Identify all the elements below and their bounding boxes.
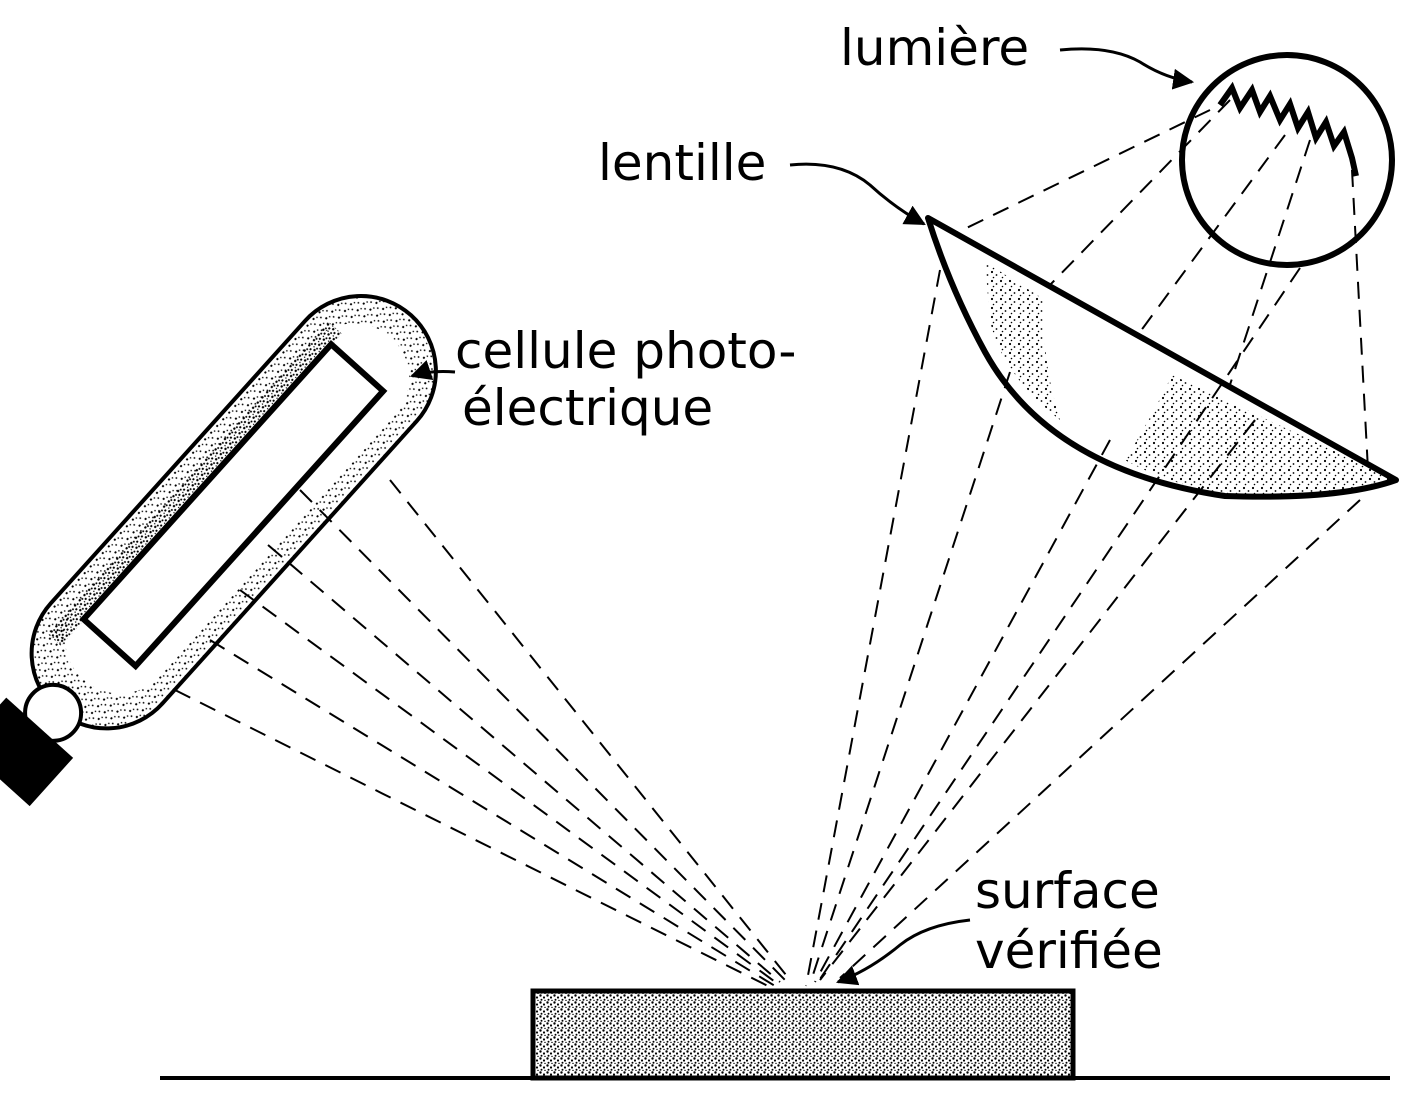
cell-leader-line <box>410 360 456 380</box>
lens <box>925 215 1399 500</box>
surface-label-line2: vérifiée <box>975 922 1163 980</box>
tested-surface-block <box>530 988 1076 1081</box>
light-leader-line <box>1059 47 1195 90</box>
cell-base-cap <box>0 697 74 807</box>
lamp-filament <box>1217 81 1359 177</box>
lens-to-surface-rays <box>805 267 1361 987</box>
cell-label-line2: électrique <box>462 379 713 437</box>
lens-leader-line <box>789 162 926 226</box>
lamp-to-lens-rays <box>951 99 1369 471</box>
light-label: lumière <box>840 19 1029 77</box>
cell-label-line1: cellule photo- <box>455 322 796 380</box>
photoelectric-cell <box>0 294 438 807</box>
light-source <box>1179 52 1395 268</box>
lens-label: lentille <box>598 134 766 192</box>
surface-to-cell-rays <box>174 479 791 989</box>
surface-leader-line <box>836 918 971 986</box>
surface-label-line1: surface <box>975 862 1160 920</box>
